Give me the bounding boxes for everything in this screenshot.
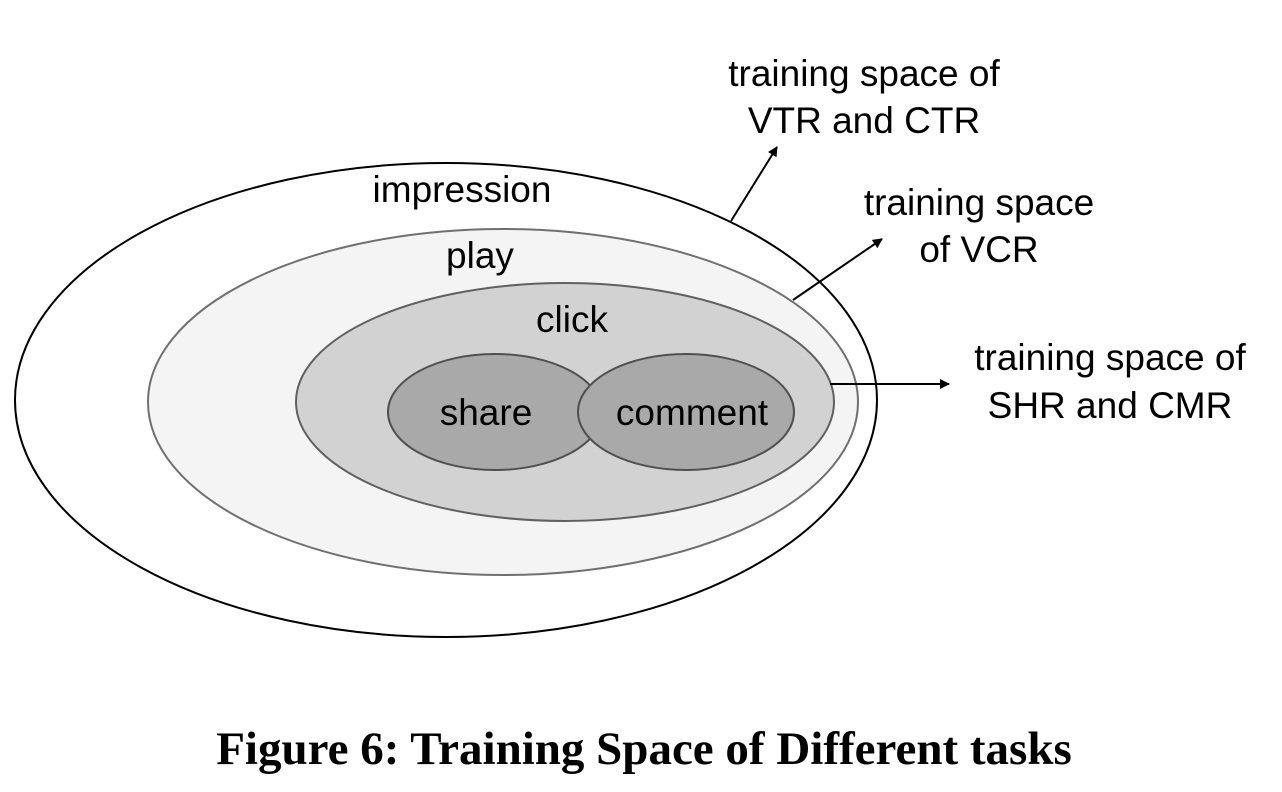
arrow-vcr <box>792 238 883 301</box>
comment-label: comment <box>616 392 769 433</box>
annotation-vcr-line1: training space <box>864 182 1094 223</box>
annotation-shr-cmr-line1: training space of <box>974 337 1246 378</box>
annotation-vtr-ctr-line2: VTR and CTR <box>748 100 980 141</box>
arrow-vtr-ctr <box>730 146 778 222</box>
annotation-vtr-ctr-line1: training space of <box>728 53 1000 94</box>
click-label: click <box>536 299 608 340</box>
annotation-shr-cmr-line2: SHR and CMR <box>988 385 1233 426</box>
share-label: share <box>440 392 533 433</box>
figure-caption: Figure 6: Training Space of Different ta… <box>216 723 1072 775</box>
play-label: play <box>446 235 514 276</box>
annotation-vcr-line2: of VCR <box>919 229 1038 270</box>
comment-set <box>577 353 795 471</box>
impression-label: impression <box>373 169 552 210</box>
